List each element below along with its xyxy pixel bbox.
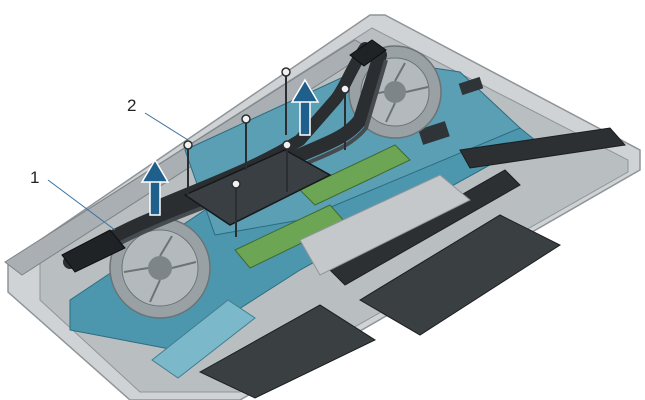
callout-1: 1 [30,168,116,231]
screw-2 [241,114,251,170]
battery-cell [198,304,377,399]
fin-stack-right [349,39,387,67]
screw-1 [183,140,193,195]
memory-module-1 [299,144,411,206]
board-chip [458,76,484,96]
screw-4 [340,84,350,150]
touchpad-bracket [299,174,471,276]
battery-tray [198,127,626,399]
screw-6 [231,179,241,237]
callout-2: 2 [127,96,189,141]
callout-1-label: 1 [30,168,39,187]
battery-cell [359,214,562,336]
screw-5 [282,140,292,192]
cold-plate [183,149,332,226]
fin-stack-left [61,229,126,273]
screw-3 [281,67,291,135]
left-fan [109,217,211,319]
board-chip [418,121,450,145]
lift-arrow-right [290,78,320,136]
callout-2-label: 2 [127,96,136,115]
lift-arrow-left [140,158,170,216]
captive-screws [183,67,350,237]
ssd-card [151,299,256,379]
